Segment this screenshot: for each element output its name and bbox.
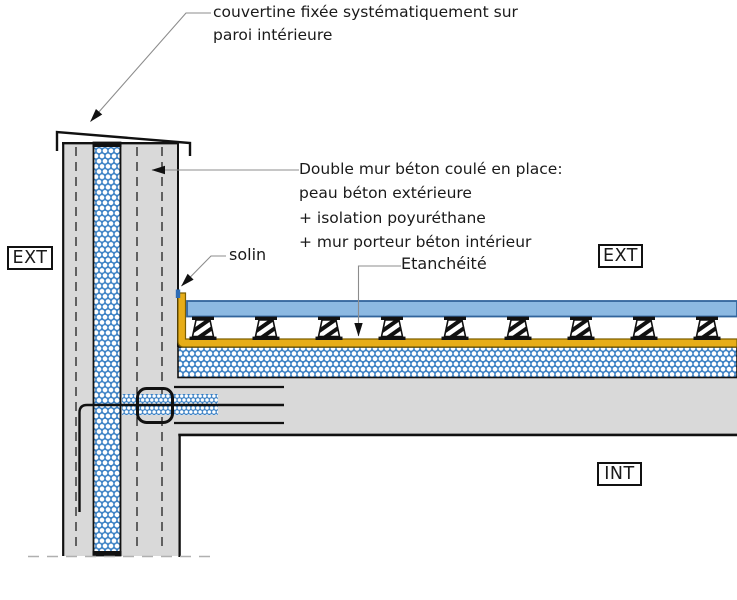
pedestal [314,315,344,341]
junction-rebar-lines [78,385,284,512]
waterproofing-membrane [177,292,737,348]
annotation-double-mur: Double mur béton coulé en place: peau bé… [299,160,563,251]
zone-label-int: INT [597,462,642,486]
pedestal [503,315,533,341]
leader-lines [90,12,401,337]
leader-etancheite [354,265,401,337]
detail-highlight-box [136,387,174,424]
pedestal [629,315,659,341]
pedestal-row [188,315,722,341]
wall-insulation-layer [92,141,122,557]
pedestal [692,315,722,341]
rebar-bent-line [78,403,284,512]
leader-couvertine [90,12,211,122]
solin-top-edge [175,289,181,298]
insulation-bottom-cap [92,551,122,556]
annotation-couvertine: couvertine fixée systématiquement sur pa… [213,3,518,44]
couvertine-coping [55,130,192,156]
wall-axis-dashed-lines [75,147,163,551]
label-solin: solin [229,245,267,264]
insulation-top-cap [92,142,122,147]
roof-insulation-layer [177,346,737,379]
paving-slab [186,300,737,318]
pedestal [566,315,596,341]
pedestal [188,315,218,341]
pedestal [377,315,407,341]
pedestal [440,315,470,341]
leader-solin [181,255,226,287]
label-etancheite: Etanchéité [401,254,487,273]
zone-label-ext-right: EXT [598,244,643,268]
pedestal [251,315,281,341]
zone-label-ext-left: EXT [7,246,53,270]
